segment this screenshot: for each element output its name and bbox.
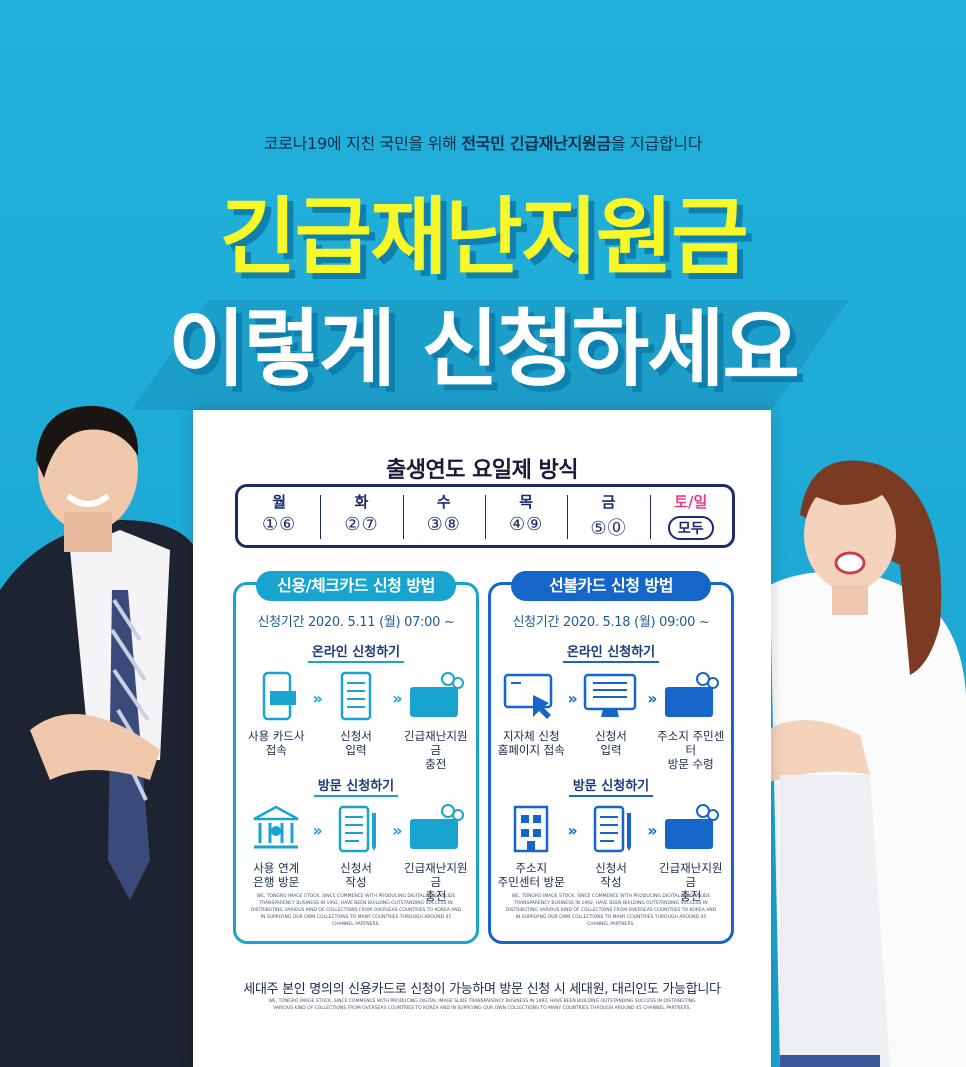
headline-1: 긴급재난지원금 <box>219 188 749 286</box>
step: 주소지 주민센터 방문 <box>495 803 568 889</box>
headline-2: 이렇게 신청하세요 <box>168 300 800 398</box>
chevron-icon: ›› <box>647 689 657 708</box>
step: 지자체 신청 홈페이지 접속 <box>495 671 568 757</box>
day-digits: ③⑧ <box>426 514 461 535</box>
day-weekend: 토/일 모두 <box>649 487 732 545</box>
day-wed: 수 ③⑧ <box>402 487 485 545</box>
visit-steps: 주소지 주민센터 방문 ›› 신청서 작성 ›› 긴급재난지원금 충전 <box>491 803 731 903</box>
chevron-icon: ›› <box>392 821 402 840</box>
online-heading: 온라인 신청하기 <box>491 641 731 663</box>
visit-heading-text: 방문 신청하기 <box>568 779 654 797</box>
visit-heading-text: 방문 신청하기 <box>313 779 399 797</box>
step-label: 사용 카드사 접속 <box>247 729 305 757</box>
monitor-click-icon <box>504 673 553 719</box>
step: 신청서 입력 <box>575 671 648 757</box>
day-digits: ④⑨ <box>509 514 544 535</box>
day-name: 토/일 <box>674 493 708 511</box>
step: 신청서 입력 <box>320 671 393 757</box>
day-digits: ⑤⓪ <box>590 518 627 539</box>
chevron-icon: ›› <box>647 821 657 840</box>
day-digits: ②⑦ <box>344 514 379 535</box>
notice-fine-print: WE, TONGRO IMAGE STOCK, SINCE COMMENCE W… <box>268 999 696 1011</box>
day-name: 화 <box>354 493 369 511</box>
intro-line: 코로나19에 지친 국민을 위해 전국민 긴급재난지원금을 지급합니다 <box>0 130 966 154</box>
step-label: 주소지 주민센터 방문 <box>497 861 565 889</box>
step: 긴급재난지원금 충전 <box>399 803 472 903</box>
phone-card-icon <box>263 671 297 721</box>
all-pill: 모두 <box>667 516 714 540</box>
chevron-icon: ›› <box>312 689 323 708</box>
card-coin-icon <box>664 672 719 717</box>
info-board: 출생연도 요일제 방식 월 ①⑥ 화 ②⑦ 수 ③⑧ 목 ④⑨ 금 ⑤⓪ 토/일… <box>193 410 771 1067</box>
day-tue: 화 ②⑦ <box>320 487 402 545</box>
clipboard-icon <box>338 805 376 853</box>
apply-period: 신청기간 2020. 5.18 (월) 09:00 ~ <box>512 615 710 630</box>
bank-icon <box>253 805 299 849</box>
notice-text: 세대주 본인 명의의 신용카드로 신청이 가능하며 방문 신청 시 세대원, 대… <box>243 982 721 997</box>
step: 신청서 작성 <box>575 803 648 889</box>
online-steps: 지자체 신청 홈페이지 접속 ›› 신청서 입력 ›› 주소지 주민센터 방문 … <box>491 671 731 771</box>
visit-steps: 사용 연계 은행 방문 ›› 신청서 작성 ›› 긴급재난지원금 충전 <box>236 803 476 903</box>
step-label: 사용 연계 은행 방문 <box>253 861 300 889</box>
fine-print: WE, TONGRO IMAGE STOCK, SINCE COMMENCE W… <box>250 894 462 927</box>
day-name: 금 <box>601 493 616 511</box>
building-icon <box>514 805 549 853</box>
card-coin-icon <box>409 804 464 849</box>
intro-suffix: 을 지급합니다 <box>610 134 703 153</box>
step-label: 지자체 신청 홈페이지 접속 <box>497 729 565 757</box>
step-label: 신청서 작성 <box>340 861 372 889</box>
prepaid-card-panel: 선불카드 신청 방법 신청기간 2020. 5.18 (월) 09:00 ~ 온… <box>488 571 734 944</box>
day-name: 수 <box>436 493 451 511</box>
clipboard-icon <box>593 805 631 853</box>
panel-tag: 선불카드 신청 방법 <box>511 571 711 601</box>
board-title: 출생연도 요일제 방식 <box>386 458 578 483</box>
step-label: 긴급재난지원금 충전 <box>404 729 468 771</box>
step-label: 신청서 작성 <box>595 861 627 889</box>
form-icon <box>340 671 372 721</box>
card-coin-icon <box>409 672 464 717</box>
woman-illustration <box>760 460 966 1067</box>
chevron-icon: ›› <box>392 689 402 708</box>
intro-prefix: 코로나19에 지친 국민을 위해 <box>263 134 462 153</box>
online-heading-text: 온라인 신청하기 <box>562 645 660 663</box>
step: 신청서 작성 <box>320 803 393 889</box>
visit-heading: 방문 신청하기 <box>491 775 731 797</box>
weekday-table: 월 ①⑥ 화 ②⑦ 수 ③⑧ 목 ④⑨ 금 ⑤⓪ 토/일 모두 <box>235 484 735 548</box>
chevron-icon: ›› <box>567 821 578 840</box>
step: 긴급재난지원금 충전 <box>654 803 727 903</box>
day-name: 월 <box>272 493 287 511</box>
step: 사용 연계 은행 방문 <box>240 803 313 889</box>
step-label: 신청서 입력 <box>595 729 627 757</box>
fine-print: WE, TONGRO IMAGE STOCK, SINCE COMMENCE W… <box>505 894 717 927</box>
chevron-icon: ›› <box>312 821 323 840</box>
step-label: 긴급재난지원금 충전 <box>659 861 723 903</box>
online-steps: 사용 카드사 접속 ›› 신청서 입력 ›› 긴급재난지원금 충전 <box>236 671 476 771</box>
apply-period: 신청기간 2020. 5.11 (월) 07:00 ~ <box>257 615 455 630</box>
man-illustration <box>0 405 200 1067</box>
panel-tag: 신용/체크카드 신청 방법 <box>256 571 456 601</box>
online-heading: 온라인 신청하기 <box>236 641 476 663</box>
chevron-icon: ›› <box>567 689 578 708</box>
day-thu: 목 ④⑨ <box>484 487 567 545</box>
step-label: 긴급재난지원금 충전 <box>404 861 468 903</box>
day-name: 목 <box>519 493 534 511</box>
step-label: 신청서 입력 <box>340 729 372 757</box>
intro-bold: 전국민 긴급재난지원금 <box>461 134 611 153</box>
step: 주소지 주민센터 방문 수령 <box>654 671 727 771</box>
step: 사용 카드사 접속 <box>240 671 313 757</box>
card-coin-icon <box>664 804 719 849</box>
credit-card-panel: 신용/체크카드 신청 방법 신청기간 2020. 5.11 (월) 07:00 … <box>233 571 479 944</box>
monitor-form-icon <box>583 673 637 717</box>
day-fri: 금 ⑤⓪ <box>567 487 649 545</box>
day-mon: 월 ①⑥ <box>238 487 320 545</box>
step-label: 주소지 주민센터 방문 수령 <box>657 729 725 771</box>
visit-heading: 방문 신청하기 <box>236 775 476 797</box>
step: 긴급재난지원금 충전 <box>399 671 472 771</box>
online-heading-text: 온라인 신청하기 <box>307 645 405 663</box>
day-digits: ①⑥ <box>262 514 297 535</box>
